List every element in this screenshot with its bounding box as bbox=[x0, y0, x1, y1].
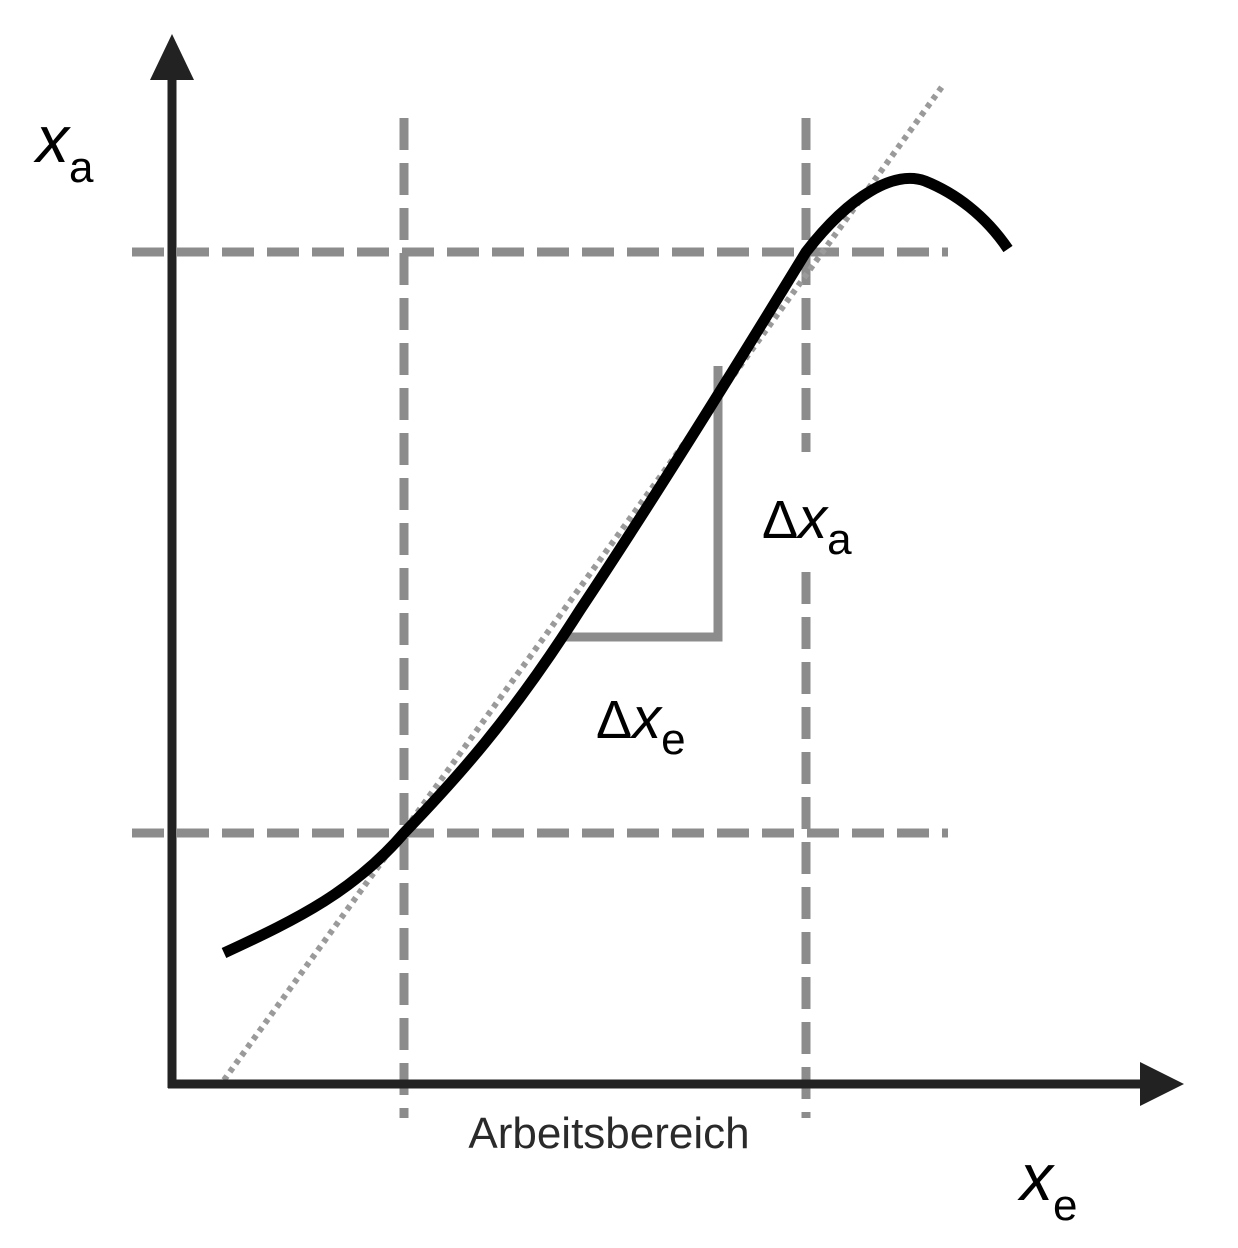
guide-lines bbox=[132, 118, 948, 1118]
linear-approximation-line bbox=[221, 82, 947, 1082]
slope-triangle bbox=[560, 366, 723, 642]
x-axis-label-main: x bbox=[1017, 1140, 1055, 1214]
characteristic-curve bbox=[221, 172, 1013, 958]
x-axis-label: xe bbox=[1017, 1140, 1077, 1230]
delta-xe-label: Δxe bbox=[596, 686, 686, 764]
working-range-label: Arbeitsbereich bbox=[468, 1109, 749, 1158]
delta-xe-main: x bbox=[629, 686, 663, 751]
y-axis-label: xa bbox=[33, 102, 94, 192]
delta-xa-label: Δxa bbox=[762, 486, 852, 564]
delta-xe-sub: e bbox=[661, 715, 685, 764]
x-axis-arrow-icon bbox=[1140, 1062, 1184, 1106]
delta-xe-delta: Δ bbox=[596, 690, 632, 750]
delta-xa-sub: a bbox=[827, 515, 852, 564]
delta-xa-delta: Δ bbox=[762, 490, 798, 550]
axes bbox=[150, 34, 1184, 1106]
y-axis-label-sub: a bbox=[69, 143, 94, 192]
delta-xa-main: x bbox=[795, 486, 829, 551]
y-axis-arrow-icon bbox=[150, 34, 194, 80]
x-axis-label-sub: e bbox=[1053, 1181, 1077, 1230]
y-axis-label-main: x bbox=[33, 102, 71, 176]
